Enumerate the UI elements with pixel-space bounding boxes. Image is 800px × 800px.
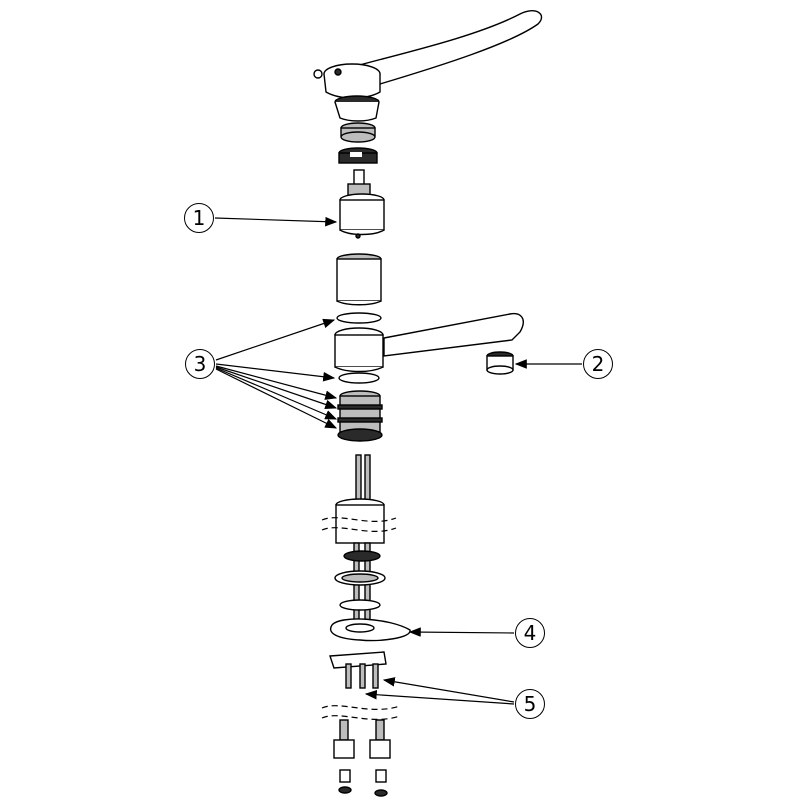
lever-handle [313,10,543,99]
supply-tubes-base [321,454,397,624]
diverter-assembly [337,390,383,442]
callout-4: 4 [515,618,545,648]
leader-lines [214,216,582,705]
cartridge [339,169,385,239]
mounting-bracket [329,618,411,642]
aerator [486,351,514,375]
retaining-nut [340,122,376,143]
fixing-plate [321,651,401,797]
handle-cap [334,95,380,122]
o-ring-lower [338,372,380,384]
callout-3: 3 [185,349,215,379]
callout-1: 1 [184,203,214,233]
sleeve [336,253,382,306]
o-ring-upper [336,312,382,324]
cartridge-cover [338,147,378,164]
callout-5: 5 [515,689,545,719]
faucet-body-spout [334,312,524,373]
callout-2: 2 [583,349,613,379]
